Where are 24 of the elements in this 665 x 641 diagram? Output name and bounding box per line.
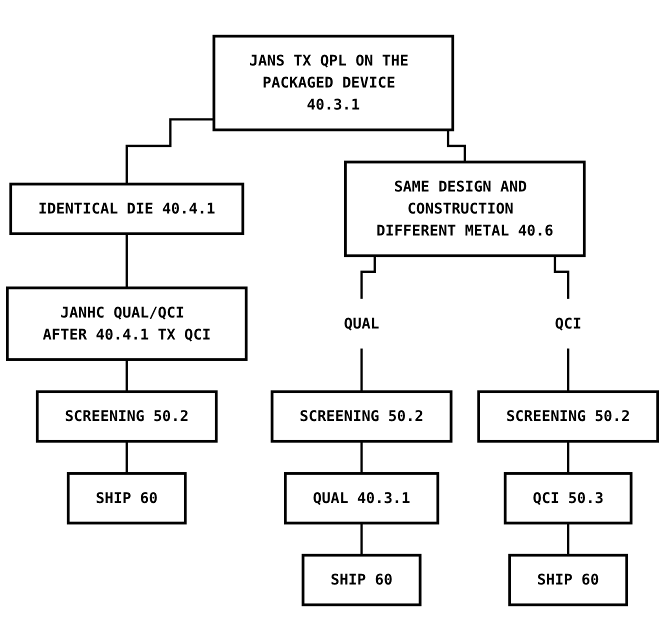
node-text: QCI <box>554 314 582 332</box>
node-box: SHIP 60 <box>66 472 187 524</box>
connector <box>126 358 128 393</box>
node-box: SAME DESIGN AND CONSTRUCTION DIFFERENT METAL 40.6 <box>344 160 586 258</box>
node-box: JANHC QUAL/QCI AFTER 40.4.1 TX QCI <box>6 286 248 361</box>
node-box: QUAL 40.3.1 <box>284 472 440 524</box>
connector <box>567 440 570 475</box>
connector <box>360 440 363 475</box>
node-box: SCREENING 50.2 <box>477 390 660 443</box>
connector <box>126 232 128 290</box>
node-box: SHIP 60 <box>508 554 628 606</box>
node-box: SCREENING 50.2 <box>36 390 218 443</box>
connector <box>360 347 363 393</box>
connector <box>567 522 570 556</box>
connector <box>126 440 128 475</box>
node-box: QCI 50.3 <box>504 472 632 524</box>
node-text: QUAL <box>344 314 380 332</box>
node-box: JANS TX QPL ON THE PACKAGED DEVICE 40.3.1 <box>212 34 454 132</box>
node-box: SHIP 60 <box>302 554 422 606</box>
node-box: SCREENING 50.2 <box>270 390 452 443</box>
node-box: IDENTICAL DIE 40.4.1 <box>9 182 244 236</box>
connector <box>567 347 570 393</box>
connector <box>360 522 363 556</box>
connector <box>126 118 214 186</box>
